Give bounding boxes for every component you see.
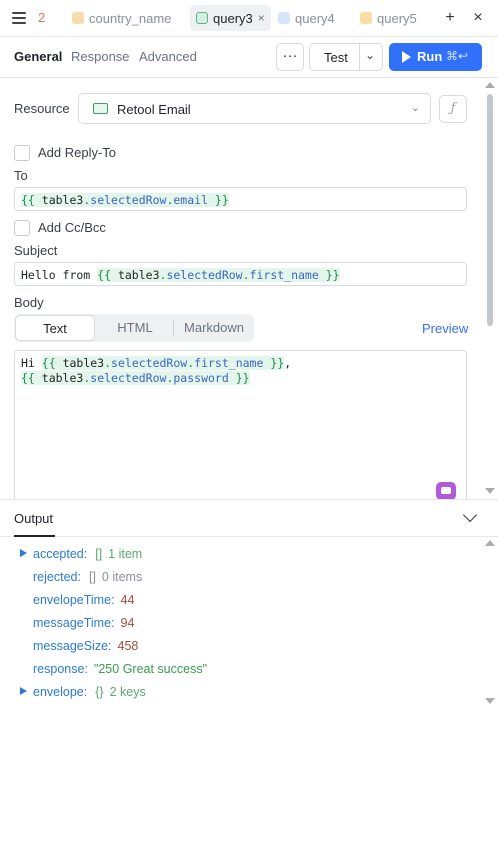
tab-label: country_name [89,10,172,26]
template-expression: {{ table3.selectedRow.password }} [21,371,250,385]
fx-button[interactable]: ƒ [439,95,467,123]
output-row-envelope[interactable]: envelope:{}2 keys [20,685,146,703]
tab-bar: 2 country_name query3 × query4 query5 + … [0,0,498,37]
subject-prefix: Hello from [21,268,98,282]
expand-arrow-icon[interactable] [20,687,27,695]
tab-query5[interactable]: query5 [354,5,423,31]
divider [173,320,174,336]
resource-select[interactable]: Retool Email ⌄ [78,93,431,124]
chevron-down-icon: ⌄ [410,102,420,114]
template-expression: {{ table3.selectedRow.first_name }} [41,356,285,370]
email-icon [93,103,108,114]
subject-input[interactable]: Hello from {{ table3.selectedRow.first_n… [14,262,467,286]
query-toolbar: General Response Advanced ··· Test ⌄ Run… [0,37,498,78]
chevron-down-icon[interactable]: ⌄ [365,48,376,62]
body-editor[interactable]: Hi {{ table3.selectedRow.first_name }}, … [14,350,467,500]
subject-label: Subject [14,243,58,258]
more-options-button[interactable]: ··· [276,43,304,71]
close-panel-button[interactable]: × [473,9,483,26]
tab-country-name[interactable]: country_name [66,5,177,31]
tab-label: query4 [295,10,335,26]
output-row-accepted[interactable]: accepted:[]1 item [20,547,142,565]
active-tab-indicator [14,535,55,537]
run-button[interactable]: Run ⌘↩ [389,43,482,71]
tab-count-badge: 2 [38,10,46,25]
body-label: Body [14,295,44,310]
reply-to-checkbox[interactable] [14,145,30,161]
close-icon[interactable]: × [257,11,265,25]
reply-to-label: Add Reply-To [38,145,117,160]
tab-label: query5 [377,10,417,26]
database-icon [278,12,290,24]
divider [359,44,360,70]
body-line: Hi {{ table3.selectedRow.first_name }}, [21,356,292,370]
resource-value: Retool Email [117,102,191,117]
editor-scrollbar-thumb[interactable] [487,94,493,326]
output-row-message-size: messageSize:458 [33,639,139,653]
expand-arrow-icon[interactable] [20,549,27,557]
play-icon [402,51,411,63]
template-expression: {{ table3.selectedRow.first_name }} [97,268,340,282]
menu-icon[interactable] [12,12,26,24]
output-row-message-time: messageTime:94 [33,616,135,630]
preview-link[interactable]: Preview [422,321,469,336]
ai-assist-icon[interactable] [436,482,456,500]
output-row-response: response:"250 Great success" [33,662,208,676]
body-mode-html[interactable]: HTML [117,320,153,335]
body-line: {{ table3.selectedRow.password }} [21,371,460,386]
scroll-down-arrow[interactable] [485,488,495,494]
tab-general[interactable]: General [14,49,63,64]
js-icon [360,12,372,24]
run-button-label: Run [417,49,443,64]
tab-advanced[interactable]: Advanced [139,49,197,64]
output-row-rejected: rejected:[]0 items [33,570,143,584]
output-header: Output [0,499,498,537]
output-scroll-down-arrow[interactable] [485,698,495,704]
body-format-toggle: Text HTML Markdown [14,314,254,342]
output-title[interactable]: Output [14,511,54,526]
output-row-envelope-time: envelopeTime:44 [33,593,135,607]
body-mode-markdown[interactable]: Markdown [184,320,244,335]
output-scroll-up-arrow[interactable] [485,540,495,546]
run-shortcut: ⌘↩ [446,49,469,63]
body-mode-text[interactable]: Text [15,315,95,341]
resource-label: Resource [14,101,70,116]
tab-query3[interactable]: query3 × [190,5,271,31]
cc-bcc-checkbox[interactable] [14,220,30,236]
test-button-label: Test [324,50,348,65]
tab-label: query3 [213,10,253,26]
email-icon [196,12,208,24]
scroll-up-arrow[interactable] [485,82,495,88]
to-input[interactable]: {{ table3.selectedRow.email }} [14,187,467,211]
to-label: To [14,168,28,183]
test-button[interactable]: Test ⌄ [309,43,383,71]
chevron-down-icon[interactable] [462,507,478,523]
variable-icon [72,12,84,24]
template-expression: {{ table3.selectedRow.email }} [21,193,229,207]
tab-query4[interactable]: query4 [272,5,341,31]
cc-bcc-label: Add Cc/Bcc [38,220,106,235]
tab-response[interactable]: Response [71,49,130,64]
add-tab-button[interactable]: + [445,9,455,26]
